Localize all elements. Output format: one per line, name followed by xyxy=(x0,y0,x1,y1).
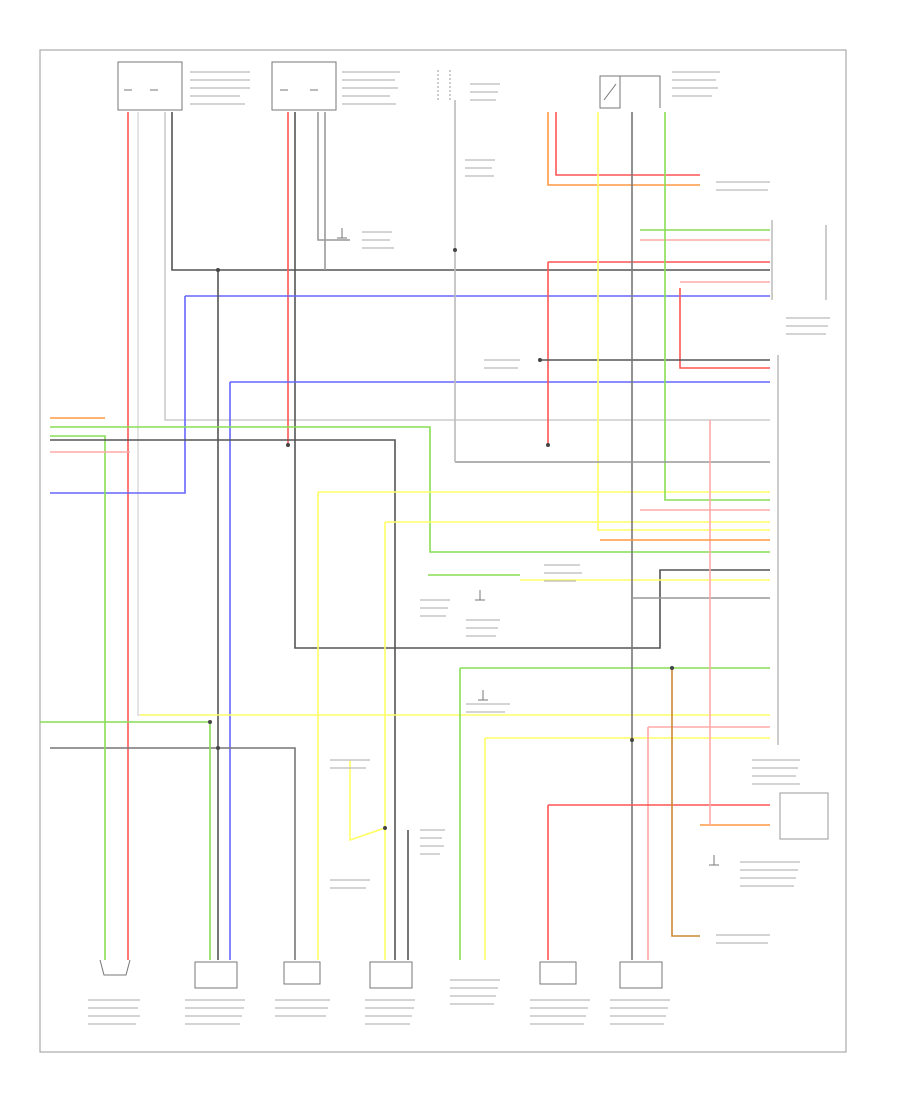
top-right-relay xyxy=(599,75,661,109)
wire-orange-top xyxy=(547,112,700,186)
bottom-sensor-3 xyxy=(283,961,321,985)
diagram-border xyxy=(39,49,847,1053)
bottom-sensor-5 xyxy=(539,961,577,985)
top-left-sensor xyxy=(117,61,183,111)
splice-points xyxy=(208,248,674,830)
wire-yellow-vert1 xyxy=(597,112,770,531)
wire-green-vert-r xyxy=(664,112,770,501)
wire-red-top xyxy=(555,112,700,176)
wire-dark-left3 xyxy=(50,439,396,960)
bottom-sensor-2 xyxy=(194,961,238,989)
wire-gray-left-bottom xyxy=(50,747,296,960)
bottom-sensor-1 xyxy=(99,959,131,976)
wire-blue-left-drop xyxy=(50,296,186,494)
wire-yellow-center-short xyxy=(349,760,386,842)
ground-symbols xyxy=(337,228,719,866)
label-marks xyxy=(88,71,830,1025)
wire-red-tr2 xyxy=(679,288,770,369)
wire-green-left1 xyxy=(50,426,770,553)
wire-white-left xyxy=(137,112,210,716)
wire-dark-horizontal xyxy=(171,112,770,271)
wire-gray-middle xyxy=(317,112,350,241)
wire-dark-middle xyxy=(294,112,770,649)
top-center-fuse xyxy=(437,70,451,100)
bottom-sensor-6 xyxy=(619,961,663,989)
wire-gray-left xyxy=(164,112,770,421)
bottom-sensor-4 xyxy=(369,961,413,989)
wires xyxy=(40,100,770,960)
top-middle-sensor xyxy=(271,61,337,111)
wire-green-left2 xyxy=(50,435,106,960)
wire-brown-br xyxy=(671,668,700,937)
ecm-connector xyxy=(771,220,829,840)
bottom-components xyxy=(99,959,663,989)
